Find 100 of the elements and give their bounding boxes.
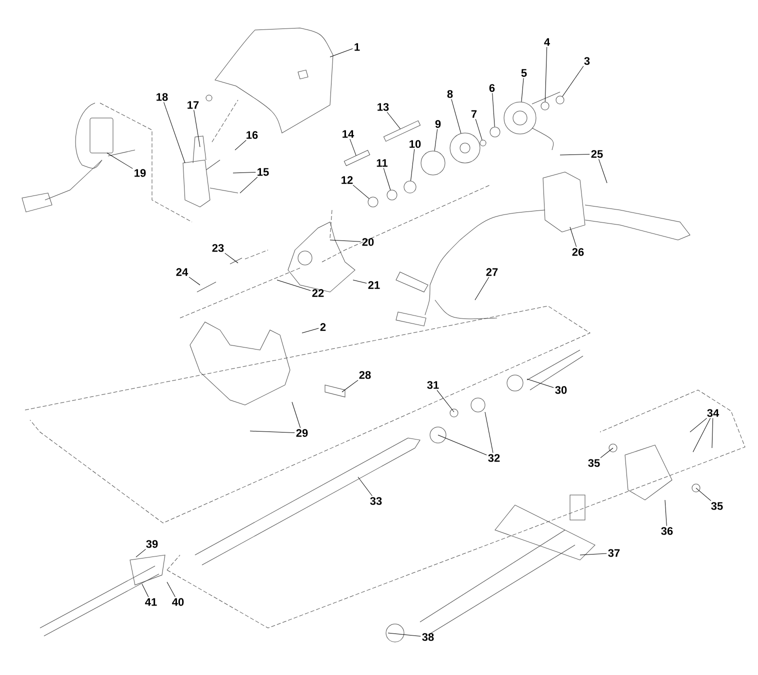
leader-line [521, 78, 524, 102]
callout-number: 22 [312, 289, 324, 297]
leader-line [164, 102, 186, 164]
callout-number: 30 [555, 386, 567, 394]
callout-number: 20 [362, 238, 374, 246]
callout-number: 35 [588, 459, 600, 467]
leader-line [484, 412, 494, 454]
leader-line [600, 448, 614, 458]
leader-line [560, 154, 590, 156]
leader-line [696, 488, 712, 502]
leader-line [474, 276, 490, 300]
leader-line [692, 418, 711, 452]
callout-number: 12 [342, 176, 353, 184]
callout-number: 38 [422, 633, 434, 641]
callout-number: 9 [435, 120, 441, 128]
ring-part [450, 132, 480, 164]
leader-line [386, 112, 400, 130]
callout-number: 34 [707, 409, 720, 417]
leader-line [106, 152, 133, 169]
callout-number: 5 [521, 69, 527, 77]
leader-line [142, 584, 149, 598]
ring-part [404, 180, 416, 194]
callout-number: 36 [661, 527, 673, 535]
leader-line [302, 328, 319, 334]
callout-number: 19 [134, 169, 146, 177]
callout-number: 29 [296, 429, 308, 437]
leader-line [544, 46, 548, 102]
callout-number: 26 [572, 248, 584, 256]
rod-part [383, 120, 421, 142]
ring-part [540, 102, 550, 110]
callout-number: 24 [176, 268, 188, 276]
callout-number: 4 [544, 38, 550, 46]
callout-number: 10 [410, 140, 421, 148]
leader-line [234, 140, 246, 150]
leader-line [492, 92, 495, 128]
callout-number: 13 [378, 103, 389, 111]
leader-line [410, 148, 415, 182]
leader-line [562, 66, 584, 97]
leader-line [352, 280, 367, 284]
leader-line [250, 430, 295, 433]
leader-line [276, 280, 311, 291]
leader-line [352, 184, 370, 199]
callout-number: 21 [368, 281, 380, 289]
ring-part [386, 190, 398, 200]
callout-number: 14 [342, 130, 354, 138]
ring-part [420, 150, 446, 176]
leader-line [292, 402, 301, 428]
callout-number: 15 [258, 168, 269, 176]
callout-number: 35 [711, 502, 723, 510]
ring-part [480, 140, 486, 146]
ring-part [490, 126, 500, 138]
callout-number: 23 [212, 244, 224, 252]
leader-line [451, 98, 462, 134]
leader-line [330, 240, 361, 242]
leader-line [664, 500, 667, 526]
leader-line [240, 176, 258, 194]
callout-number: 25 [591, 150, 603, 158]
callout-number: 11 [376, 159, 388, 167]
callout-number: 39 [146, 540, 158, 548]
callout-number: 40 [172, 598, 184, 606]
callout-number: 27 [486, 268, 498, 276]
callout-number: 33 [370, 497, 382, 505]
callout-number: 31 [427, 381, 439, 389]
leader-line [342, 380, 358, 392]
callout-number: 2 [320, 323, 326, 331]
leader-line [358, 476, 372, 496]
callout-number: 18 [156, 93, 168, 101]
ring-part [504, 102, 536, 134]
rod-part [344, 150, 370, 166]
callout-number: 6 [489, 84, 495, 92]
leader-line [598, 158, 608, 184]
ring-part [556, 96, 564, 104]
leader-line [166, 582, 176, 598]
leader-line [438, 434, 487, 456]
callout-number: 32 [488, 454, 500, 462]
leader-line [475, 118, 482, 140]
leader-line [188, 276, 200, 286]
leader-line [194, 110, 200, 148]
ring-part [368, 196, 378, 208]
leader-line [388, 632, 421, 637]
callout-number: 17 [188, 101, 199, 109]
callout-number: 8 [447, 90, 453, 98]
leader-line [580, 553, 607, 556]
callout-number: 1 [354, 43, 360, 51]
leader-line [232, 172, 256, 174]
callout-number: 7 [471, 110, 477, 118]
leader-line [330, 48, 353, 58]
leader-line [712, 418, 714, 448]
leader-line [436, 390, 454, 412]
leader-line [570, 226, 577, 248]
callout-number: 41 [145, 598, 157, 606]
leader-line [136, 548, 146, 558]
callout-number: 3 [584, 57, 590, 65]
leader-line [224, 252, 238, 264]
leader-line [350, 138, 356, 156]
callout-number: 16 [246, 131, 258, 139]
leader-line [690, 418, 708, 432]
leader-line [526, 378, 554, 388]
callout-number: 37 [608, 549, 620, 557]
leader-line [383, 168, 391, 190]
